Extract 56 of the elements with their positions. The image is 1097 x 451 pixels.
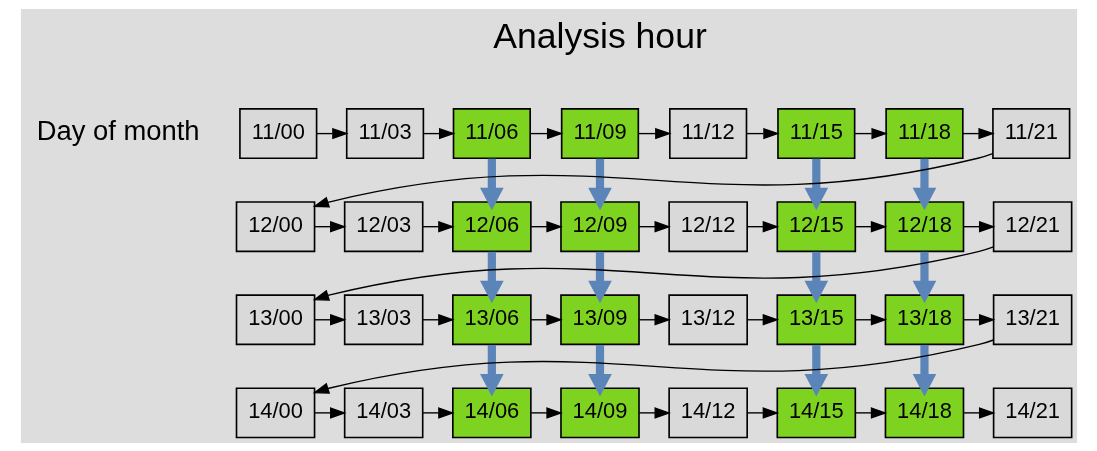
- arrow: [313, 406, 346, 419]
- node-box: 11/00: [238, 107, 317, 159]
- node-box: 13/15: [775, 293, 856, 345]
- node-box: 13/18: [884, 293, 964, 345]
- arrow: [912, 158, 936, 210]
- arrow: [421, 406, 455, 419]
- node-box: 12/03: [343, 200, 423, 252]
- arrow: [912, 251, 936, 303]
- arrow: [804, 251, 828, 303]
- node-box: 14/15: [775, 386, 856, 438]
- node-box: 12/09: [559, 200, 640, 252]
- node-box: 11/12: [668, 107, 747, 159]
- node-box: 11/21: [991, 107, 1070, 159]
- node-box: 12/12: [667, 200, 748, 252]
- arrow: [479, 344, 504, 396]
- node-box: 13/12: [667, 293, 748, 345]
- node-box: 13/21: [992, 293, 1072, 345]
- arrow: [479, 251, 504, 303]
- node-box: 12/15: [775, 200, 856, 252]
- node-box: 14/21: [992, 386, 1072, 438]
- node-box: 12/00: [235, 200, 315, 252]
- arrow: [529, 406, 563, 419]
- arrow: [587, 251, 612, 303]
- node-box: 14/09: [559, 386, 640, 438]
- arrow: [312, 338, 994, 394]
- node-box: 11/15: [776, 107, 855, 159]
- node-box: 12/18: [884, 200, 964, 252]
- arrow: [479, 158, 504, 210]
- label: Analysis hour: [492, 15, 707, 56]
- node-box: 13/00: [235, 293, 315, 345]
- node-box: 14/18: [884, 386, 964, 438]
- arrow: [312, 245, 994, 301]
- label: Day of month: [36, 114, 199, 146]
- node-box: 14/00: [235, 386, 315, 438]
- arrow: [854, 406, 887, 419]
- node-box: 12/06: [451, 200, 532, 252]
- arrow: [587, 158, 612, 210]
- node-box: 11/18: [884, 107, 964, 159]
- node-box: 11/03: [345, 107, 424, 159]
- node-box: 13/06: [451, 293, 532, 345]
- arrow: [804, 344, 828, 396]
- node-box: 11/06: [452, 107, 531, 159]
- arrow: [587, 344, 612, 396]
- node-box: 14/03: [343, 386, 423, 438]
- arrow: [312, 152, 993, 208]
- node-box: 14/06: [451, 386, 532, 438]
- arrow: [804, 158, 828, 210]
- node-box: 13/03: [343, 293, 423, 345]
- arrow: [962, 406, 995, 419]
- arrow: [912, 344, 936, 396]
- arrow: [746, 406, 779, 419]
- node-box: 14/12: [667, 386, 748, 438]
- node-box: 11/09: [560, 107, 639, 159]
- node-box: 13/09: [559, 293, 640, 345]
- arrow: [638, 406, 671, 419]
- node-box: 12/21: [992, 200, 1072, 252]
